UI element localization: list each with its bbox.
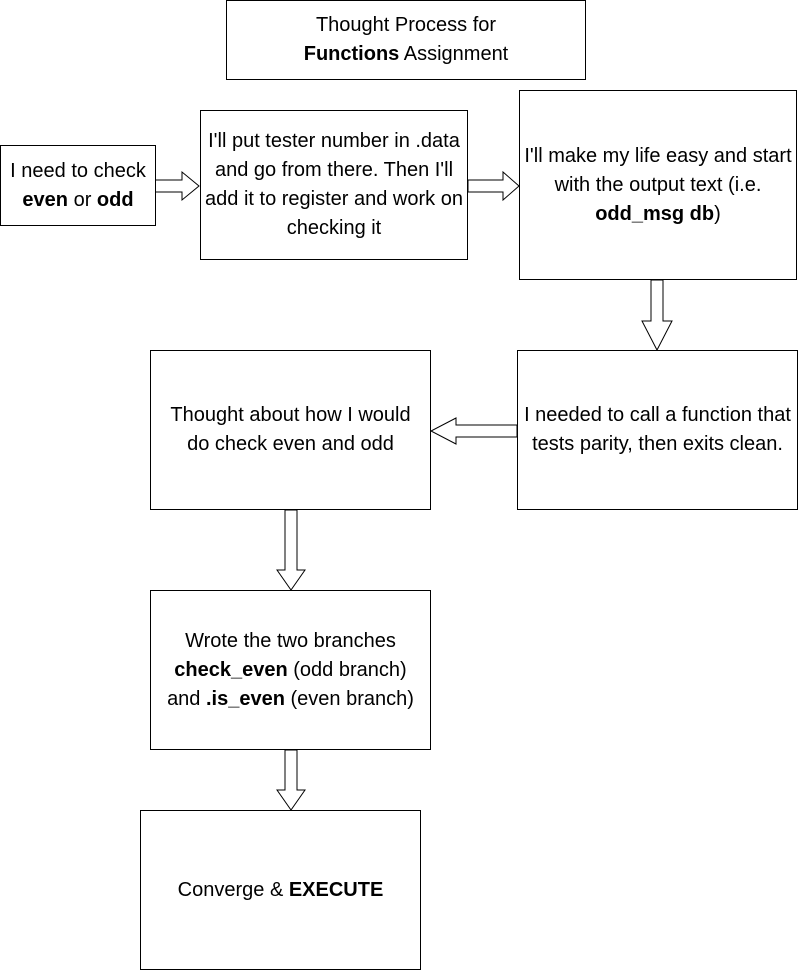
arrow-thought-to-branches	[276, 509, 306, 591]
arrow-branches-to-converge	[276, 749, 306, 811]
arrow-need-to-tester	[154, 170, 200, 202]
node-output-text: I'll make my life easy and start with th…	[519, 90, 797, 280]
node-need-check: I need to check even or odd	[0, 145, 156, 226]
title-line1: Thought Process for	[315, 14, 497, 36]
thought-text: Thought about how I would do check even …	[170, 404, 411, 455]
node-call-function: I needed to call a function that tests p…	[517, 350, 798, 510]
tester-number-text: I'll put tester number in .data and go f…	[205, 130, 463, 239]
title-bold: Functions	[303, 43, 400, 65]
diagram-title: Thought Process for Functions Assignment	[226, 0, 586, 80]
arrow-tester-to-output	[467, 170, 520, 202]
node-tester-number: I'll put tester number in .data and go f…	[200, 110, 468, 260]
node-thought-even-odd: Thought about how I would do check even …	[150, 350, 431, 510]
node-branches: Wrote the two branches check_even (odd b…	[150, 590, 431, 750]
arrow-call-to-thought	[429, 417, 518, 445]
call-function-text: I needed to call a function that tests p…	[524, 404, 791, 455]
arrow-output-to-call	[641, 279, 673, 352]
title-rest: Assignment	[399, 43, 509, 65]
node-converge-execute: Converge & EXECUTE	[140, 810, 421, 970]
